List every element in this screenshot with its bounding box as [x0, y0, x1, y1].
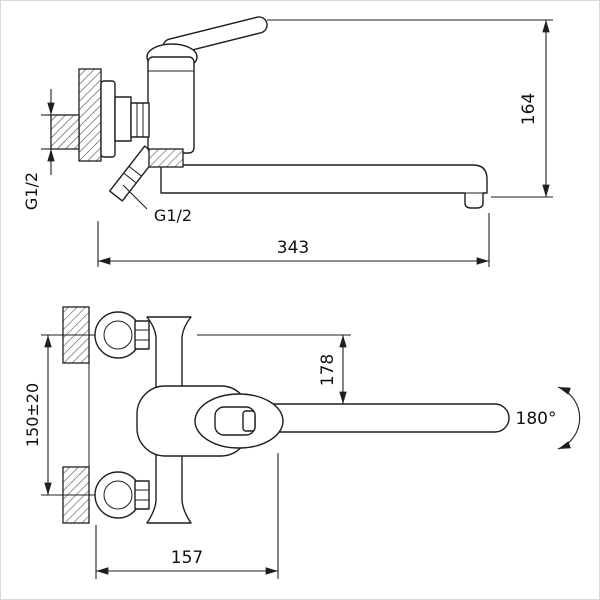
dimension-reach-343: 343	[97, 213, 490, 267]
connector-nut-bottom	[134, 480, 150, 510]
escutcheon-top-inner	[103, 320, 133, 350]
label-reach-343: 343	[277, 238, 309, 258]
spout-knurled-nut	[148, 148, 184, 168]
dimension-shower-thread: G1/2	[122, 184, 192, 225]
label-inlet-thread: G1/2	[22, 172, 41, 210]
dimension-centers-150: 150±20	[23, 334, 95, 496]
dimension-drop-178: 178	[197, 334, 351, 404]
label-width-157: 157	[171, 548, 203, 568]
dimension-height-164: 164	[267, 19, 553, 198]
label-swivel-180: 180°	[516, 409, 557, 429]
escutcheon-neck	[114, 96, 132, 142]
dimension-inlet-thread: G1/2	[22, 89, 55, 210]
front-view	[62, 306, 510, 524]
inlet-pipe-section	[50, 114, 80, 150]
escutcheon	[100, 80, 116, 158]
label-height-164: 164	[519, 93, 539, 125]
side-view	[50, 16, 488, 209]
swivel-arc-arrow	[557, 386, 581, 450]
connector-nut	[130, 102, 150, 138]
escutcheon-bottom-inner	[103, 480, 133, 510]
dimension-width-157: 157	[95, 453, 279, 579]
body-column-top	[146, 316, 192, 390]
shower-outlet-nut-line	[123, 172, 137, 184]
connector-nut-top	[134, 320, 150, 350]
label-shower-thread: G1/2	[154, 206, 192, 225]
wall-section	[78, 68, 102, 162]
escutcheon-top	[94, 311, 142, 359]
label-drop-178: 178	[318, 354, 338, 386]
escutcheon-bottom	[94, 471, 142, 519]
handle-plate-insert	[242, 410, 256, 432]
leader-line	[122, 184, 148, 210]
shower-outlet-nut-line	[128, 166, 142, 177]
annotation-swivel-180: 180°	[516, 386, 581, 450]
spout	[160, 164, 488, 209]
body-column-bottom	[146, 452, 192, 524]
label-centers-150: 150±20	[23, 383, 42, 447]
